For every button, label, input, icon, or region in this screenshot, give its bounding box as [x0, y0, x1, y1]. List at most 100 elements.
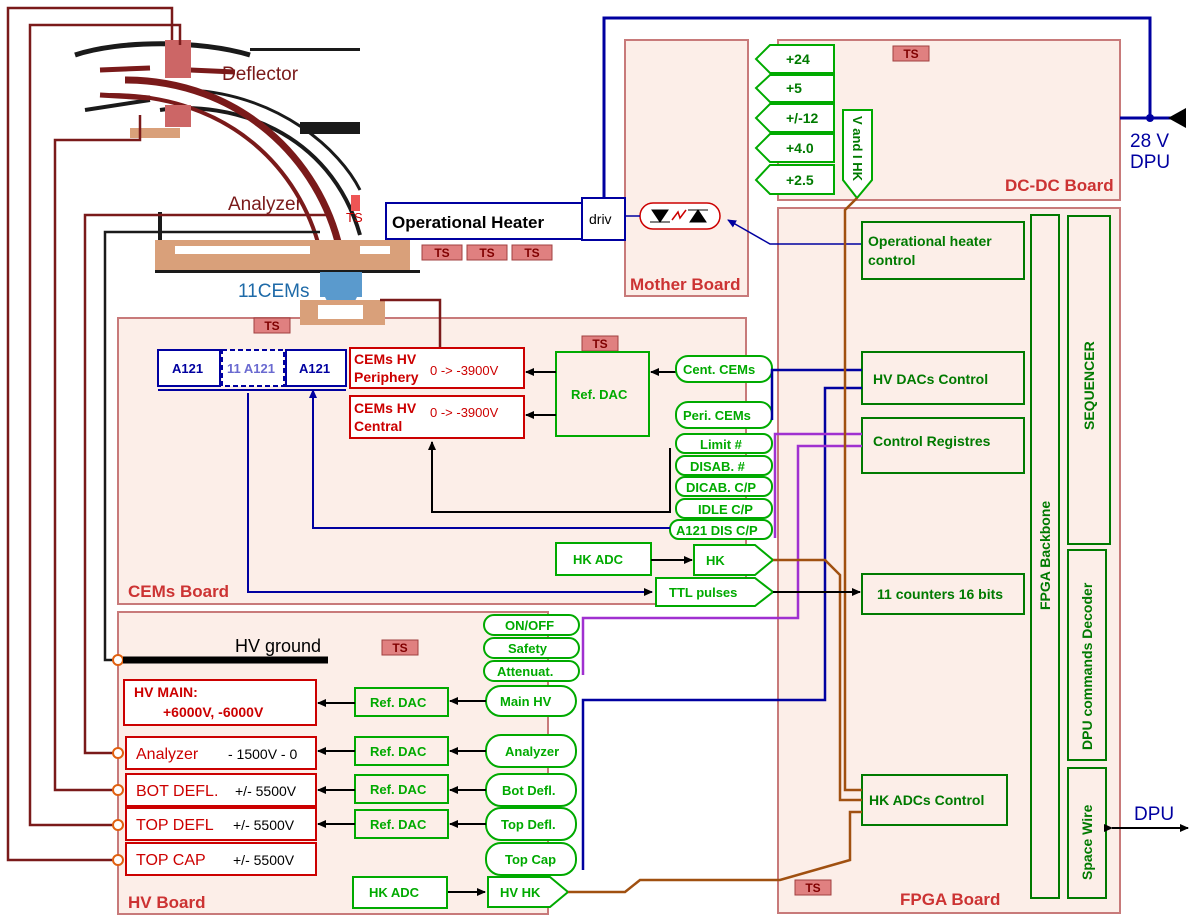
- cems-ts-badge: [253, 317, 291, 334]
- ctrl-analyzer: Analyzer: [505, 744, 559, 759]
- cems-ref-dac-box: [555, 351, 650, 437]
- supply-connector-icon: [1168, 108, 1186, 128]
- hv-supply-boxes: [125, 736, 317, 876]
- heater-ts-2: TS: [479, 246, 494, 260]
- supply-top-name: TOP DEFL: [136, 817, 214, 834]
- rail-12: +/-12: [786, 110, 819, 126]
- cems-board-ts-text: TS: [592, 337, 607, 351]
- operational-heater-label: Operational Heater: [392, 213, 544, 232]
- a121-mid-box: [221, 349, 285, 387]
- fpga-board-title: FPGA Board: [900, 890, 1000, 909]
- hv-main-ctrl: Main HV: [500, 694, 552, 709]
- cems-hv-periphery-line1: CEMs HV: [354, 351, 417, 367]
- supply-top-range: +/- 5500V: [233, 817, 295, 833]
- rail-5: +5: [786, 80, 802, 96]
- dpu-decoder-label: DPU commands Decoder: [1079, 582, 1095, 750]
- rail-4: +4.0: [786, 140, 814, 156]
- hv-ref-dac-main: Ref. DAC: [370, 695, 427, 710]
- cems-signal-pills: [669, 433, 773, 540]
- fpga-ts-badge: [794, 879, 832, 896]
- supply-cap-range: +/- 5500V: [233, 852, 295, 868]
- sequencer-label: SEQUENCER: [1081, 341, 1097, 430]
- a121-right-label: A121: [299, 361, 330, 376]
- hv-hk-adc-box: [352, 876, 448, 909]
- rail-2-5: +2.5: [786, 172, 814, 188]
- spacewire-box: [1067, 767, 1107, 899]
- supply-analyzer-range: - 1500V - 0: [228, 746, 297, 762]
- heater-driver-label: driv: [589, 211, 612, 227]
- hv-dacs-control-box: [861, 351, 1025, 405]
- hv-main-line2: +6000V, -6000V: [163, 704, 264, 720]
- heater-ts-3: TS: [524, 246, 539, 260]
- ctrl-bot: Bot Defl.: [502, 783, 555, 798]
- optocoupler-sensor-icon: [688, 209, 708, 223]
- power-rails: [754, 44, 835, 195]
- supply-bot-range: +/- 5500V: [235, 783, 297, 799]
- interboard-wiring: [568, 197, 862, 894]
- op-heater-control-box: [861, 221, 1025, 280]
- dcdc-ts-badge: [892, 45, 930, 62]
- hv-ground-label: HV ground: [235, 636, 321, 656]
- a121-mid-label: 11 A121: [227, 361, 275, 376]
- hv-ref-dac-analyzer: Ref. DAC: [370, 744, 427, 759]
- control-registers-label: Control Registres: [873, 433, 991, 449]
- hv-safety: Safety: [508, 641, 548, 656]
- hv-ts-text: TS: [392, 641, 407, 655]
- op-heater-control-line2: control: [868, 252, 915, 268]
- cems-ts-text: TS: [264, 319, 279, 333]
- hv-on-off: ON/OFF: [505, 618, 554, 633]
- fpga-backbone-label: FPGA Backbone: [1037, 501, 1053, 610]
- dcdc-ts-text: TS: [903, 47, 918, 61]
- ctrl-cap: Top Cap: [505, 852, 556, 867]
- ttl-pulses-label: TTL pulses: [669, 585, 737, 600]
- mother-board-title: Mother Board: [630, 275, 741, 294]
- signal-dicab: DICAB. C/P: [686, 480, 756, 495]
- dpu-label: DPU: [1134, 804, 1174, 825]
- peri-cems-label: Peri. CEMs: [683, 408, 751, 423]
- hv-main-box: [123, 679, 317, 726]
- hv-wiring: [6, 6, 442, 862]
- supply-dpu-label: DPU: [1130, 152, 1170, 173]
- rail-24: +24: [786, 51, 810, 67]
- hv-attenuat: Attenuat.: [497, 664, 553, 679]
- analyzer-label: Analyzer: [228, 194, 303, 215]
- a121-right-box: [285, 349, 347, 387]
- a121-left-label: A121: [172, 361, 203, 376]
- cems-hv-central-line1: CEMs HV: [354, 400, 417, 416]
- cems-label: 11CEMs: [238, 281, 309, 302]
- cems-hk-adc-box: [555, 542, 652, 576]
- cent-cems-label: Cent. CEMs: [683, 362, 755, 377]
- signal-idle: IDLE C/P: [698, 502, 753, 517]
- cems-hv-central-line2: Central: [354, 418, 402, 434]
- cems-hk-adc-label: HK ADC: [573, 552, 624, 567]
- deflector-label: Deflector: [222, 64, 299, 85]
- v-and-i-hk-label: V and I HK: [850, 116, 865, 182]
- supply-bot-name: BOT DEFL.: [136, 783, 218, 800]
- mother-board: [624, 39, 749, 297]
- hk-adcs-control-box: [861, 774, 1008, 826]
- control-registers-box: [861, 417, 1025, 474]
- sequencer-box: [1067, 215, 1111, 545]
- cems-hk-label: HK: [706, 553, 725, 568]
- wire-terminals: [112, 654, 124, 866]
- dpu-supply-line: [602, 16, 1152, 198]
- supply-analyzer-name: Analyzer: [136, 746, 199, 763]
- a121-left-box: [157, 349, 221, 387]
- op-heater-control-line1: Operational heater: [868, 233, 992, 249]
- heater-ts-1: TS: [434, 246, 449, 260]
- cems-hv-periphery-range: 0 -> -3900V: [430, 363, 499, 378]
- hv-control-pills: [483, 614, 580, 876]
- signal-limit: Limit #: [700, 437, 743, 452]
- hv-hk-label: HV HK: [500, 885, 541, 900]
- hv-ref-dac-top: Ref. DAC: [370, 817, 427, 832]
- dcdc-board-title: DC-DC Board: [1005, 176, 1114, 195]
- heater-driver-box: [581, 197, 626, 241]
- hv-board-title: HV Board: [128, 893, 205, 912]
- hk-adcs-control-label: HK ADCs Control: [869, 792, 984, 808]
- hv-ref-dac-bot: Ref. DAC: [370, 782, 427, 797]
- dpu-decoder-box: [1067, 549, 1107, 761]
- cems-ref-dac-label: Ref. DAC: [571, 387, 628, 402]
- optocoupler-led-icon: [650, 209, 670, 223]
- ttl-pulses-tag: [655, 577, 775, 607]
